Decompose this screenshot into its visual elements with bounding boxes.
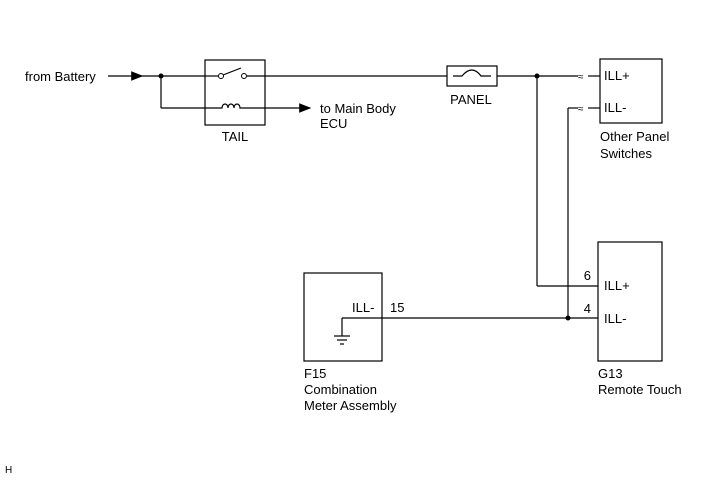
break-mark-bottom: ≈	[578, 104, 584, 115]
fuse-element	[453, 69, 491, 77]
remote-touch-pin6: 6	[584, 268, 591, 283]
corner-mark: H	[5, 465, 12, 476]
remote-touch-pin4: 4	[584, 301, 591, 316]
meter-box	[303, 272, 383, 362]
remote-touch-box	[597, 241, 663, 362]
tail-relay-label: TAIL	[222, 129, 249, 144]
other-panel-name-line2: Switches	[600, 146, 653, 161]
other-panel-pin-bottom: ILL-	[604, 100, 626, 115]
other-panel-pin-top: ILL+	[604, 68, 630, 83]
remote-touch-name: Remote Touch	[598, 382, 682, 397]
meter-pin-label: ILL-	[352, 300, 374, 315]
battery-label: from Battery	[25, 69, 96, 84]
tail-relay-box	[204, 59, 266, 126]
remote-touch-ill-plus: ILL+	[604, 278, 630, 293]
relay-coil	[205, 103, 265, 109]
relay-contact-right	[241, 73, 247, 79]
other-panel-box	[599, 58, 663, 124]
ecu-label-line2: ECU	[320, 116, 347, 131]
remote-touch-code: G13	[598, 366, 623, 381]
meter-name-line2: Meter Assembly	[304, 398, 397, 413]
other-panel-name-line1: Other Panel	[600, 129, 669, 144]
break-mark-top: ≈	[578, 72, 584, 83]
remote-touch-ill-minus: ILL-	[604, 311, 626, 326]
relay-contact-left	[218, 73, 224, 79]
ground-icon	[334, 335, 350, 345]
relay-switch-blade	[222, 67, 242, 76]
meter-pin-number: 15	[390, 300, 404, 315]
ecu-label-line1: to Main Body	[320, 101, 396, 116]
meter-code: F15	[304, 366, 326, 381]
fuse-label: PANEL	[450, 92, 492, 107]
meter-name-line1: Combination	[304, 382, 377, 397]
